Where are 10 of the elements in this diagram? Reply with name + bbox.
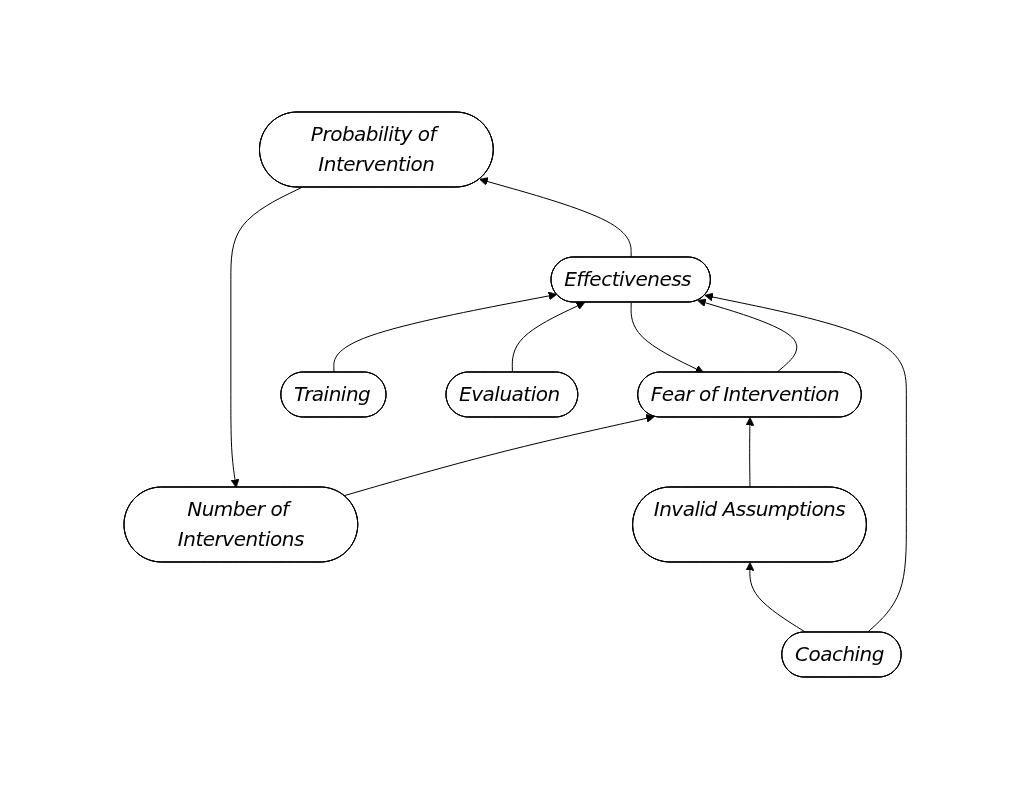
arrow [230,187,303,488]
arrow [512,301,586,373]
arrow [745,562,807,633]
arrow [630,302,705,373]
arrow [697,298,798,373]
arrow [704,292,908,633]
arrow [333,291,558,373]
arrow [745,417,755,488]
arrow [479,177,632,258]
arrow [343,414,656,497]
